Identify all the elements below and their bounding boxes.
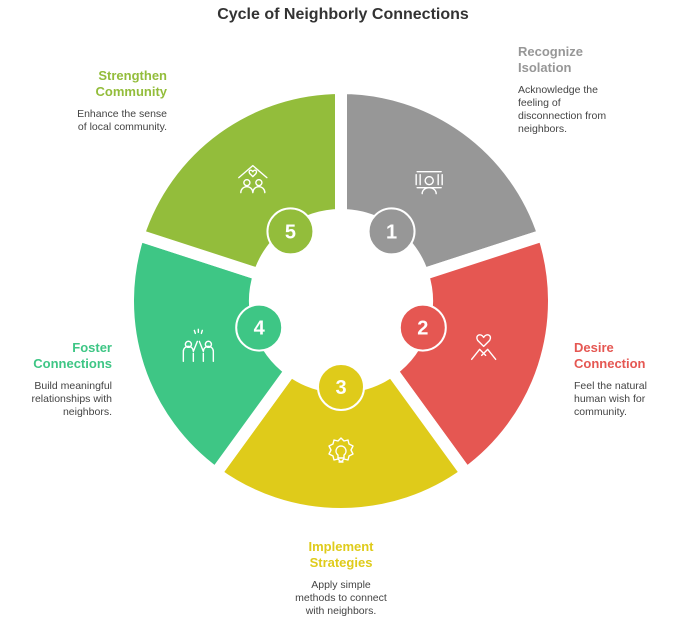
step-2-number: 2 <box>417 318 428 340</box>
step-1-number: 1 <box>386 221 397 243</box>
diagram-title: Cycle of Neighborly Connections <box>217 6 469 23</box>
step-5-badge <box>266 207 315 256</box>
step-3-desc: Apply simple methods to connect with nei… <box>295 579 387 617</box>
segment-5 <box>132 82 347 281</box>
step-2-label: Desire Connection Feel the natural human… <box>574 340 664 419</box>
step-1-label: Recognize Isolation Acknowledge the feel… <box>518 44 618 136</box>
step-1-desc: Acknowledge the feeling of disconnection… <box>518 84 607 135</box>
person-isolation-icon <box>415 170 443 195</box>
step-1-title: Recognize Isolation <box>518 44 584 75</box>
step-5-number: 5 <box>285 221 296 243</box>
high-five-icon <box>182 328 215 363</box>
step-3-number: 3 <box>335 377 346 399</box>
step-3-badge <box>317 363 365 411</box>
step-4-desc: Build meaningful relationships with neig… <box>31 380 112 418</box>
step-4-label: Foster Connections Build meaningful rela… <box>22 340 112 419</box>
step-2-desc: Feel the natural human wish for communit… <box>574 380 647 418</box>
step-4-badge <box>235 303 284 352</box>
step-3-title: Implement Strategies <box>308 539 374 570</box>
step-3-label: Implement Strategies Apply simple method… <box>291 539 391 618</box>
step-2-title: Desire Connection <box>574 340 646 371</box>
step-5-title: Strengthen Community <box>95 68 168 99</box>
step-5-desc: Enhance the sense of local community. <box>77 108 167 133</box>
step-4-number: 4 <box>254 318 266 340</box>
gear-lightbulb-icon <box>328 437 354 463</box>
step-2-badge <box>398 303 447 352</box>
hands-heart-icon <box>470 334 497 361</box>
step-4-title: Foster Connections <box>33 340 112 371</box>
step-1-badge <box>367 207 416 256</box>
step-5-label: Strengthen Community Enhance the sense o… <box>72 68 167 134</box>
community-house-icon <box>238 164 268 194</box>
